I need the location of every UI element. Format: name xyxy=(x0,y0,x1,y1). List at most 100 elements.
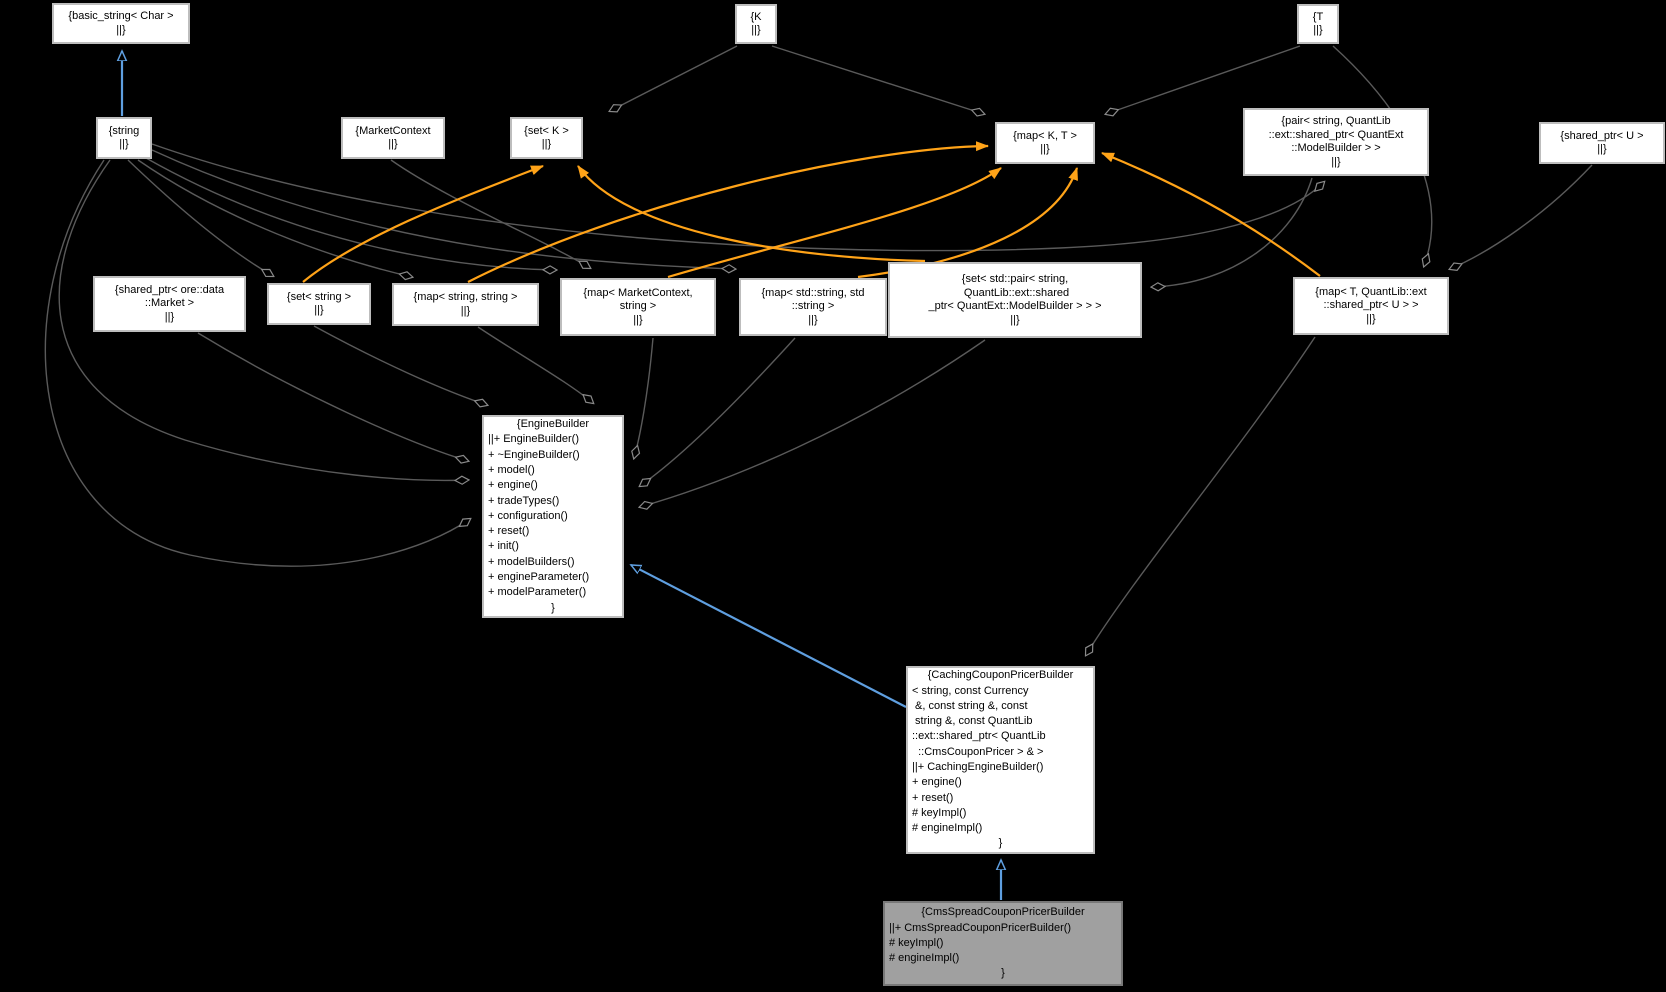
node-line: + init() xyxy=(488,540,519,553)
node-line: {set< std::pair< string, xyxy=(961,273,1069,285)
node-line: ||} xyxy=(119,138,129,150)
edge-T-mapKT xyxy=(1106,45,1301,114)
node-line: + configuration() xyxy=(488,509,568,522)
node-line: {shared_ptr< U > xyxy=(1560,129,1644,142)
node-map-marketcontext-string[interactable]: {map< MarketContext,string >||} xyxy=(560,278,716,336)
edge-caching-enginebuilder-inherit xyxy=(631,564,907,708)
node-line: ||} xyxy=(1010,313,1020,326)
node-caching-coupon-pricer-builder[interactable]: {CachingCouponPricerBuilder < string, con… xyxy=(906,666,1095,854)
node-line: ||} xyxy=(116,23,126,36)
edge-string-pair xyxy=(151,143,1324,252)
node-line: {pair< string, QuantLib xyxy=(1281,115,1391,127)
node-line: ||} xyxy=(1597,143,1607,155)
edge-mapmarketcontext-enginebuilder xyxy=(634,337,654,458)
edge-setpair-setK xyxy=(577,165,926,263)
node-line: ||+ EngineBuilder() xyxy=(488,433,580,446)
node-line: ||} xyxy=(751,24,761,36)
node-pair-string-modelbuilder[interactable]: {pair< string, QuantLib::ext::shared_ptr… xyxy=(1243,108,1429,176)
node-line: ||} xyxy=(164,310,175,323)
node-K[interactable]: {K||} xyxy=(735,4,777,44)
node-map-stdstring-stdstring[interactable]: {map< std::string, std::string >||} xyxy=(739,278,887,336)
node-line: {EngineBuilder xyxy=(516,418,590,431)
node-shared-ptr-market[interactable]: {shared_ptr< ore::data::Market >||} xyxy=(93,276,246,332)
node-line: + ~EngineBuilder() xyxy=(488,448,580,461)
edge-mapstdstring-enginebuilder xyxy=(640,337,796,486)
edge-mapTU-mapKT xyxy=(1101,151,1321,277)
node-line: + reset() xyxy=(488,525,530,538)
node-line: ||} xyxy=(460,304,471,317)
node-line: {set< string > xyxy=(286,290,352,303)
node-engine-builder[interactable]: {EngineBuilder ||+ EngineBuilder() + ~Engi… xyxy=(482,415,624,618)
node-line: + modelParameter() xyxy=(488,586,587,599)
edge-sharedptrmarket-enginebuilder xyxy=(197,332,468,461)
node-line: ::string > xyxy=(791,300,835,313)
edge-string-enginebuilder-b xyxy=(44,159,470,567)
edge-pair-setpair xyxy=(1152,177,1313,287)
edge-string-mapstringstring xyxy=(137,159,412,277)
node-map-T-sharedptr-U[interactable]: {map< T, QuantLib::ext::shared_ptr< U > … xyxy=(1293,277,1449,335)
node-map-string-string[interactable]: {map< string, string >||} xyxy=(392,283,539,326)
node-line: ::ext::shared_ptr< QuantExt xyxy=(1268,128,1404,141)
node-line: {map< T, QuantLib::ext xyxy=(1315,285,1427,298)
node-line: string > xyxy=(619,300,657,313)
edge-setpair-enginebuilder xyxy=(640,339,986,507)
edge-string-mapmarketcontext xyxy=(145,157,556,270)
node-line: {CmsSpreadCouponPricerBuilder xyxy=(921,906,1085,919)
node-line: {CachingCouponPricerBuilder xyxy=(927,669,1074,682)
node-line: ||} xyxy=(1331,155,1341,168)
node-line: ||} xyxy=(1366,312,1376,325)
node-line: # engineImpl() xyxy=(912,822,983,835)
node-line: {string xyxy=(108,124,140,137)
node-line: &, const string &, const xyxy=(912,699,1028,712)
node-line: ||} xyxy=(314,304,324,316)
node-line: + tradeTypes() xyxy=(488,494,560,507)
node-set-string[interactable]: {set< string >||} xyxy=(267,283,371,325)
node-line: + reset() xyxy=(912,791,954,804)
node-line: {map< MarketContext, xyxy=(583,286,693,299)
node-line: + engine() xyxy=(488,479,538,492)
node-line: _ptr< QuantExt::ModelBuilder > > > xyxy=(928,300,1102,312)
node-line: ||} xyxy=(541,138,552,150)
edge-marketcontext-mapmarketcontext xyxy=(390,159,590,268)
node-line: QuantLib::ext::shared xyxy=(960,286,1070,299)
node-line: # engineImpl() xyxy=(889,952,960,965)
node-line: {T xyxy=(1312,10,1324,23)
node-line: string &, const QuantLib xyxy=(912,715,1033,728)
node-line: ||+ CachingEngineBuilder() xyxy=(912,761,1044,773)
edge-sharedptrU-mapTU xyxy=(1450,164,1593,269)
edge-mapTU-caching xyxy=(1086,336,1316,655)
node-line: ||} xyxy=(1040,143,1050,155)
node-T[interactable]: {T||} xyxy=(1297,4,1339,44)
node-line: {MarketContext xyxy=(355,124,431,137)
edge-mapmarketcontext-mapKT xyxy=(667,167,1002,279)
node-line: + engine() xyxy=(912,776,962,789)
node-basic-string[interactable]: {basic_string< Char >||} xyxy=(52,3,190,44)
node-line: ||} xyxy=(633,313,643,326)
node-line: ::Market > xyxy=(144,297,195,310)
node-set-pair-modelbuilder[interactable]: {set< std::pair< string, QuantLib::ext::… xyxy=(888,262,1142,338)
node-line: ||} xyxy=(388,138,398,150)
node-line: ||+ CmsSpreadCouponPricerBuilder() xyxy=(889,921,1072,934)
node-shared-ptr-U[interactable]: {shared_ptr< U >||} xyxy=(1539,122,1665,164)
node-market-context[interactable]: {MarketContext||} xyxy=(341,117,445,159)
edge-string-enginebuilder-a xyxy=(58,159,468,480)
node-line: ||} xyxy=(808,313,818,326)
node-line: ||} xyxy=(1313,24,1323,36)
edge-setstring-setK xyxy=(302,164,544,283)
edge-setstring-enginebuilder xyxy=(313,325,487,405)
node-string[interactable]: {string||} xyxy=(96,117,152,159)
node-set-K[interactable]: {set< K >||} xyxy=(510,117,583,159)
node-line: } xyxy=(998,837,1003,850)
node-line: {set< K > xyxy=(524,124,569,137)
edge-mapstringstring-mapKT xyxy=(467,141,989,283)
node-line: {map< K, T > xyxy=(1013,129,1077,142)
node-line: } xyxy=(551,601,555,614)
node-line: < string, const Currency xyxy=(912,684,1029,697)
node-line: # keyImpl() xyxy=(912,806,967,819)
node-map-K-T[interactable]: {map< K, T >||} xyxy=(995,122,1095,164)
node-line: ::CmsCouponPricer > & > xyxy=(912,745,1044,758)
node-line: {map< std::string, std xyxy=(761,286,865,299)
node-line: ::ModelBuilder > > xyxy=(1291,142,1381,154)
